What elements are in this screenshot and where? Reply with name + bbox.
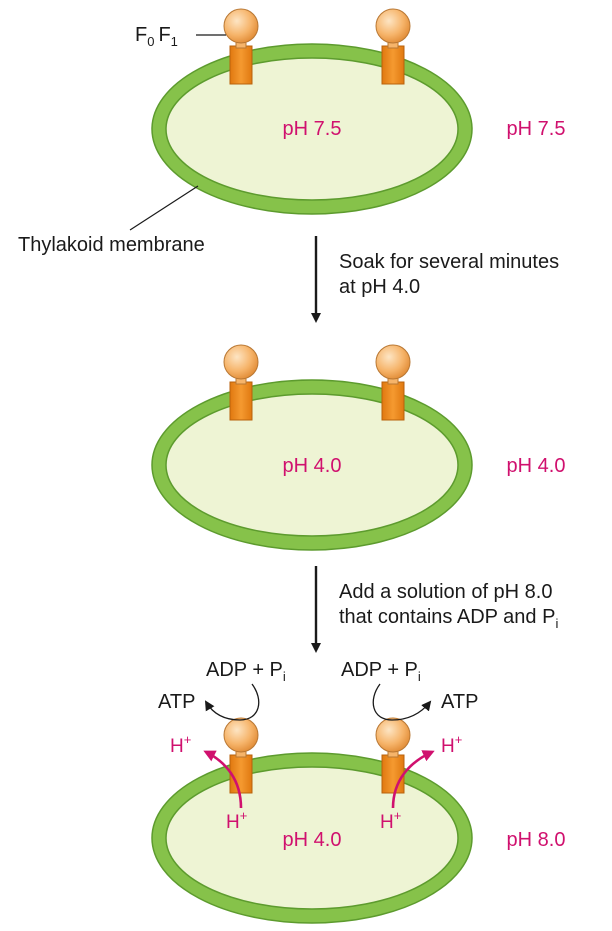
stage2-inside-ph: pH 4.0 [283, 455, 342, 477]
step-2: Add a solution of pH 8.0 that contains A… [311, 566, 558, 653]
atp-label-left: ATP [158, 691, 195, 713]
stage1-outside-ph: pH 7.5 [507, 118, 566, 140]
f1-head [375, 717, 411, 753]
f1-head [375, 8, 411, 44]
f1-head [375, 344, 411, 380]
stage1-inside-ph: pH 7.5 [283, 118, 342, 140]
step-2-text-line-1: Add a solution of pH 8.0 [339, 581, 552, 603]
atp-synthase-left [223, 717, 259, 794]
proton-label-inside-left: H+ [226, 808, 247, 833]
thylakoid-lumen [165, 393, 459, 537]
atp-synthase-right [375, 717, 411, 794]
step-1-text-line-2: at pH 4.0 [339, 276, 420, 298]
f1-head [223, 717, 259, 753]
thylakoid-lumen [165, 57, 459, 201]
thylakoid-membrane-label: Thylakoid membrane [18, 234, 205, 256]
stage2-outside-ph: pH 4.0 [507, 455, 566, 477]
proton-flow-arrow-left [203, 750, 243, 809]
atp-synthase-right [375, 344, 411, 421]
membrane-leader-line [129, 185, 199, 231]
stage3-outside-ph: pH 8.0 [507, 829, 566, 851]
f0-stalk [229, 45, 253, 85]
atp-synthase-left [223, 344, 259, 421]
atp-synthase-left [223, 8, 259, 85]
adp-pi-label-left: ADP + Pi [206, 659, 286, 684]
stage3-inside-ph: pH 4.0 [283, 829, 342, 851]
adp-to-atp-arrow-left [204, 683, 260, 721]
proton-label-outside-left: H+ [170, 732, 191, 757]
proton-flow-arrow-right [391, 750, 435, 809]
f0-stalk [229, 754, 253, 794]
proton-label-outside-right: H+ [441, 732, 462, 757]
stage-3-vesicle: ADP + Pi ADP + Pi ATP ATP H+ H+ H+ H+ pH… [151, 659, 566, 924]
f0-stalk [381, 45, 405, 85]
f0-stalk [381, 754, 405, 794]
f1-head [223, 8, 259, 44]
step-2-text-line-2: that contains ADP and Pi [339, 606, 558, 631]
atp-label-right: ATP [441, 691, 478, 713]
f1-head [223, 344, 259, 380]
step-1-text-line-1: Soak for several minutes [339, 251, 559, 273]
step-1: Soak for several minutes at pH 4.0 [311, 236, 559, 323]
thylakoid-lumen [165, 766, 459, 910]
f0-stalk [229, 381, 253, 421]
f0-stalk [381, 381, 405, 421]
stage-2-vesicle: pH 4.0 pH 4.0 [151, 344, 566, 551]
adp-to-atp-arrow-right [372, 683, 432, 721]
atp-synthase-right [375, 8, 411, 85]
proton-label-inside-right: H+ [380, 808, 401, 833]
adp-pi-label-right: ADP + Pi [341, 659, 421, 684]
